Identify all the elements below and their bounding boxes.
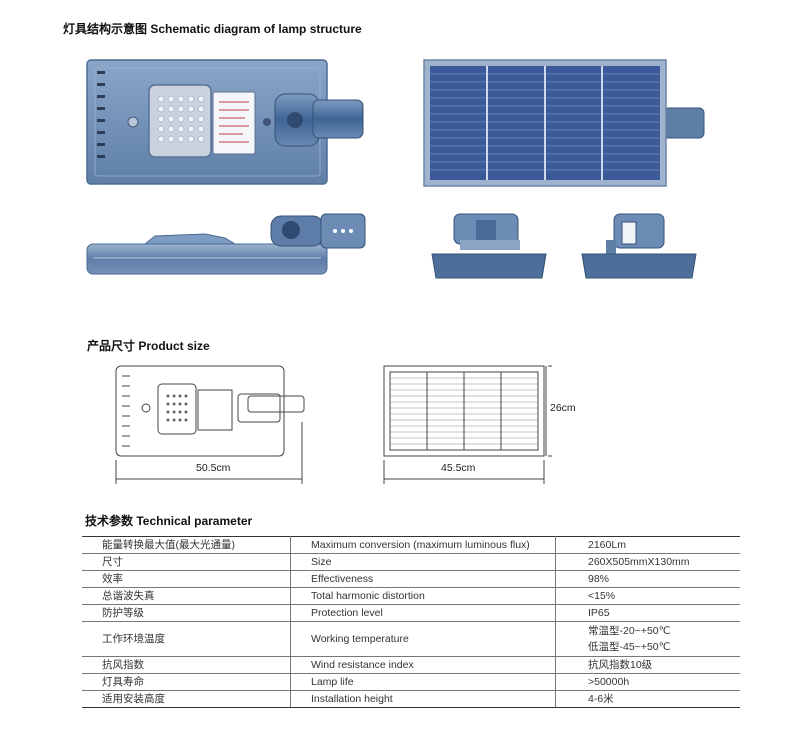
param-value: 98% xyxy=(555,570,740,588)
param-name-cn: 防护等级 xyxy=(82,604,291,622)
solar-panel-view xyxy=(423,59,705,187)
param-value: 260X505mmX130mm xyxy=(555,553,740,571)
technical-parameter-table: 能量转换最大值(最大光通量) Maximum conversion (maxim… xyxy=(82,536,740,708)
param-name-en: Effectiveness xyxy=(290,570,556,588)
param-value: 2160Lm xyxy=(555,536,740,554)
table-row: 效率 Effectiveness 98% xyxy=(82,570,740,588)
lamp-length-label: 50.5cm xyxy=(192,462,235,474)
param-name-cn: 抗风指数 xyxy=(82,656,291,674)
table-row: 总谐波失真 Total harmonic distortion <15% xyxy=(82,587,740,605)
spec-label xyxy=(212,91,256,155)
param-name-en: Wind resistance index xyxy=(290,656,556,674)
param-value: 常温型-20~+50℃ 低温型-45~+50℃ xyxy=(555,621,740,657)
table-row: 尺寸 Size 260X505mmX130mm xyxy=(82,553,740,571)
panel-width-label: 26cm xyxy=(548,402,578,414)
param-name-en: Installation height xyxy=(290,690,556,708)
pole-clamp-rear xyxy=(661,107,705,139)
param-value: 抗风指数10级 xyxy=(555,656,740,674)
structure-section-title: 灯具结构示意图 Schematic diagram of lamp struct… xyxy=(63,22,362,36)
table-row: 工作环境温度 Working temperature 常温型-20~+50℃ 低… xyxy=(82,621,740,657)
param-name-en: Lamp life xyxy=(290,673,556,691)
param-name-cn: 尺寸 xyxy=(82,553,291,571)
table-row: 防护等级 Protection level IP65 xyxy=(82,604,740,622)
panel-length-label: 45.5cm xyxy=(437,462,480,474)
lamp-top-view xyxy=(86,59,364,185)
param-value: >50000h xyxy=(555,673,740,691)
lamp-back-view xyxy=(581,213,697,279)
param-name-en: Total harmonic distortion xyxy=(290,587,556,605)
table-row: 灯具寿命 Lamp life >50000h xyxy=(82,673,740,691)
lamp-outline-drawing xyxy=(115,365,305,484)
param-name-cn: 灯具寿命 xyxy=(82,673,291,691)
size-section-title: 产品尺寸 Product size xyxy=(87,339,210,353)
param-name-en: Protection level xyxy=(290,604,556,622)
param-name-cn: 能量转换最大值(最大光通量) xyxy=(82,536,291,554)
param-name-cn: 适用安装高度 xyxy=(82,690,291,708)
table-row: 能量转换最大值(最大光通量) Maximum conversion (maxim… xyxy=(82,536,740,554)
param-value-line2: 低温型-45~+50℃ xyxy=(588,641,671,653)
param-value: <15% xyxy=(555,587,740,605)
lamp-front-view xyxy=(431,213,547,279)
param-name-cn: 总谐波失真 xyxy=(82,587,291,605)
param-name-en: Maximum conversion (maximum luminous flu… xyxy=(290,536,556,554)
vent-slots xyxy=(97,71,105,158)
param-name-cn: 工作环境温度 xyxy=(82,621,291,657)
param-value: 4-6米 xyxy=(555,690,740,708)
param-value-line1: 常温型-20~+50℃ xyxy=(588,625,671,637)
param-value: IP65 xyxy=(555,604,740,622)
sensor-icon xyxy=(127,116,139,128)
table-row: 抗风指数 Wind resistance index 抗风指数10级 xyxy=(82,656,740,674)
lamp-side-view xyxy=(86,213,366,275)
param-name-cn: 效率 xyxy=(82,570,291,588)
param-section-title: 技术参数 Technical parameter xyxy=(85,514,253,528)
pole-clamp xyxy=(312,99,364,139)
panel-outline-drawing xyxy=(383,365,552,484)
param-name-en: Working temperature xyxy=(290,621,556,657)
table-row: 适用安装高度 Installation height 4-6米 xyxy=(82,690,740,708)
param-name-en: Size xyxy=(290,553,556,571)
